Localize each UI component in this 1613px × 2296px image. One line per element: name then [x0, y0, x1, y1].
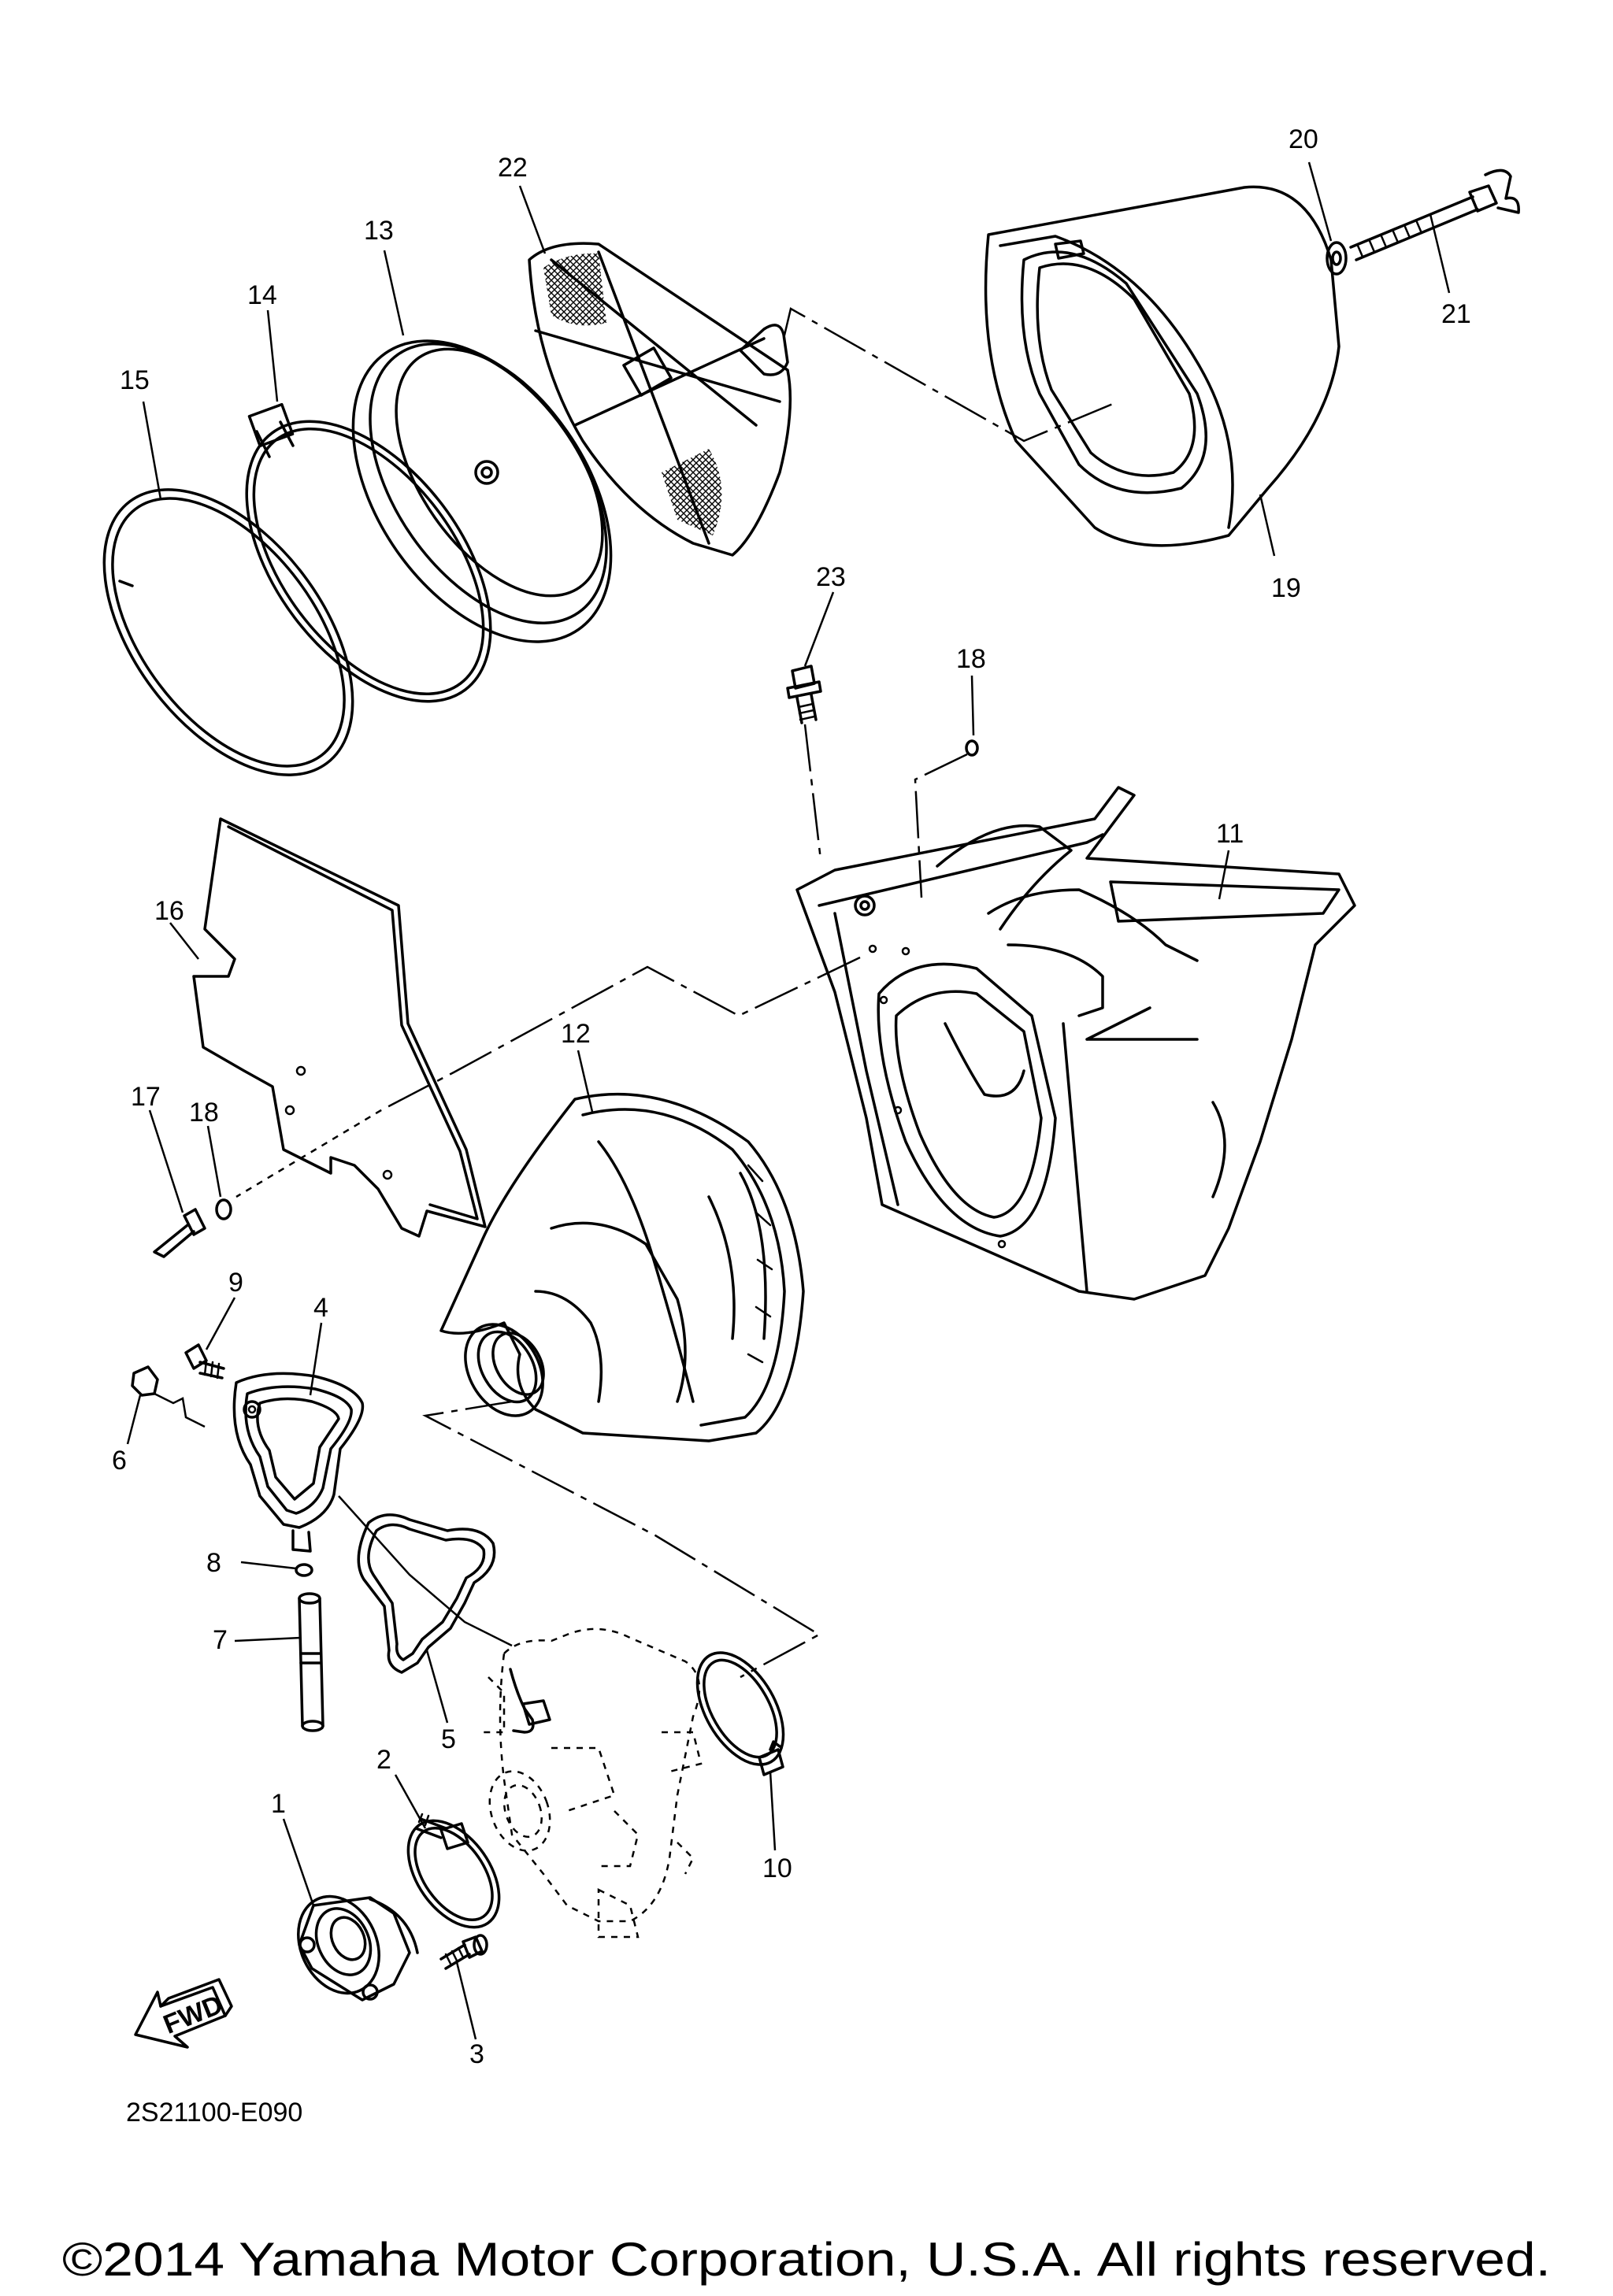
callout-22: 22 [498, 153, 528, 183]
part-1-joint [297, 1894, 419, 2002]
fwd-arrow: FWD [134, 1978, 233, 2049]
callout-17: 17 [131, 1082, 161, 1112]
part-4-breather-cover [232, 1372, 365, 1553]
callout-23: 23 [816, 562, 846, 592]
leader-4-carb [338, 1495, 513, 1647]
part-9-bolt [184, 1343, 225, 1379]
part-21-wing-bolt [1349, 168, 1520, 261]
callout-9: 9 [228, 1268, 243, 1298]
part-14-band-clamp [245, 402, 492, 703]
callout-8: 8 [206, 1548, 221, 1578]
callout-3: 3 [469, 2039, 484, 2069]
callout-10: 10 [762, 1853, 792, 1883]
part-18-washer-lower [215, 1198, 232, 1220]
callout-11: 11 [1216, 819, 1244, 849]
callout-2: 2 [376, 1745, 391, 1775]
leader-dash-23 [803, 724, 822, 861]
part-8-washer [295, 1563, 313, 1577]
part-5-gasket [357, 1513, 496, 1674]
part-17-rivet [153, 1208, 206, 1258]
callout-leaders [126, 161, 1451, 2040]
copyright-notice: ©2014 Yamaha Motor Corporation, U.S.A. A… [62, 2233, 1551, 2286]
callout-15: 15 [120, 365, 150, 395]
leader-dash-18-upper [914, 753, 968, 898]
part-11-air-box [795, 786, 1356, 1301]
leader-dash-12-10 [422, 1400, 821, 1679]
part-22-filter-cage [528, 242, 792, 557]
part-23-flange-bolt [786, 665, 822, 724]
part-18-washer-upper [965, 739, 979, 757]
callout-5: 5 [441, 1724, 456, 1754]
part-13-cover-plate [351, 339, 613, 643]
callout-7: 7 [213, 1625, 228, 1655]
callout-18-lower: 18 [189, 1098, 219, 1128]
callout-4: 4 [313, 1293, 328, 1323]
part-10-hose-clamp [695, 1651, 785, 1776]
callout-19: 19 [1271, 573, 1301, 603]
callout-6: 6 [112, 1446, 127, 1476]
part-15-ring [102, 488, 354, 776]
callout-20: 20 [1289, 124, 1318, 154]
leader-dash-11-16 [380, 956, 861, 1112]
callout-14: 14 [247, 280, 277, 310]
leader-dash-22-19 [782, 307, 1119, 443]
callout-18-upper: 18 [956, 644, 986, 674]
part-7-hose [298, 1592, 324, 1732]
callout-13: 13 [364, 216, 394, 246]
leader-6-4 [154, 1392, 206, 1428]
leader-dot-16-18 [235, 1109, 382, 1198]
callout-21: 21 [1441, 299, 1471, 329]
callout-12: 12 [561, 1019, 591, 1049]
part-19-air-filter [984, 185, 1340, 547]
part-6-clip [131, 1365, 159, 1397]
carburetor-reference-outline [480, 1628, 703, 1939]
part-12-air-boot [439, 1092, 805, 1442]
part-16-plate [192, 817, 487, 1238]
callout-1: 1 [271, 1789, 286, 1819]
diagram-part-code: 2S21100-E090 [126, 2098, 302, 2128]
part-3-bolt [439, 1934, 488, 1970]
callout-16: 16 [154, 896, 184, 926]
part-20-washer [1326, 241, 1348, 276]
part-2-clamp [406, 1813, 501, 1929]
